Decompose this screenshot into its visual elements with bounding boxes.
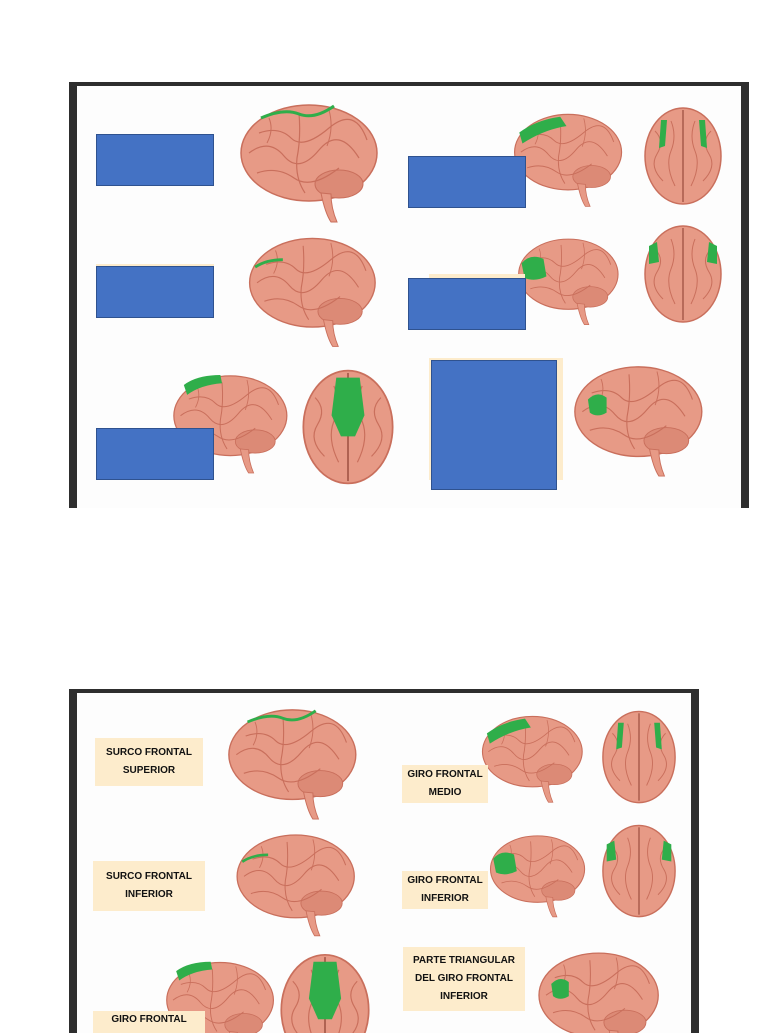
label-inferior-sulcus: SURCO FRONTAL INFERIOR	[93, 861, 205, 911]
label-line: INFERIOR	[125, 889, 173, 900]
brain-top-superior-gyrus-image	[302, 369, 394, 485]
brain-lateral-middle-gyrus-image	[481, 715, 583, 803]
cover-box-superior-sulcus[interactable]	[96, 134, 214, 186]
brain-top-inferior-gyrus-image	[602, 824, 676, 918]
label-inferior-gyrus: GIRO FRONTAL INFERIOR	[402, 871, 488, 909]
cover-box-inferior-sulcus[interactable]	[96, 266, 214, 318]
brain-lateral-inferior-gyrus-image	[518, 238, 619, 326]
label-line: SURCO FRONTAL	[106, 747, 192, 758]
slide-scrollbar[interactable]	[693, 693, 697, 1033]
cover-box-middle-gyrus[interactable]	[408, 156, 526, 208]
label-triangular-part: PARTE TRIANGULAR DEL GIRO FRONTAL INFERI…	[403, 947, 525, 1011]
brain-lateral-triangular-part-image	[538, 952, 659, 1033]
brain-lateral-superior-sulcus-image	[240, 104, 378, 223]
brain-lateral-superior-sulcus-image	[228, 709, 357, 820]
label-line: PARTE TRIANGULAR	[412, 955, 516, 966]
cover-box-superior-gyrus[interactable]	[96, 428, 214, 480]
brain-lateral-inferior-sulcus-image	[236, 834, 355, 937]
brain-lateral-middle-gyrus-image	[513, 113, 623, 208]
cover-box-triangular-part[interactable]	[431, 360, 557, 490]
brain-top-inferior-gyrus-image	[644, 225, 722, 323]
brain-lateral-inferior-gyrus-image	[489, 835, 586, 918]
slide-scrollbar[interactable]	[743, 86, 747, 508]
label-line: SUPERIOR	[122, 765, 176, 776]
label-line: GIRO FRONTAL	[407, 769, 483, 780]
label-line: GIRO FRONTAL	[111, 1014, 187, 1025]
brain-top-middle-gyrus-image	[602, 710, 676, 804]
brain-lateral-inferior-sulcus-image	[248, 237, 376, 348]
label-superior-gyrus-partial: GIRO FRONTAL	[93, 1011, 205, 1033]
brain-lateral-triangular-part-image	[574, 366, 703, 477]
brain-top-superior-gyrus-image	[280, 953, 370, 1033]
quiz-slide	[69, 82, 749, 508]
label-superior-sulcus: SURCO FRONTAL SUPERIOR	[95, 738, 203, 786]
brain-lateral-superior-gyrus-image	[173, 374, 288, 474]
label-line: GIRO FRONTAL	[407, 875, 483, 886]
brain-lateral-superior-gyrus-image	[166, 961, 275, 1033]
answer-slide: SURCO FRONTAL SUPERIOR GIRO FRONTAL MEDI…	[69, 689, 699, 1033]
label-line: DEL GIRO FRONTAL	[415, 973, 513, 984]
brain-top-middle-gyrus-image	[644, 107, 722, 205]
cover-box-inferior-gyrus[interactable]	[408, 278, 526, 330]
label-line: INFERIOR	[440, 991, 488, 1002]
label-middle-gyrus: GIRO FRONTAL MEDIO	[402, 765, 488, 803]
label-line: INFERIOR	[421, 893, 469, 904]
label-line: SURCO FRONTAL	[106, 871, 192, 882]
label-line: MEDIO	[428, 787, 462, 798]
